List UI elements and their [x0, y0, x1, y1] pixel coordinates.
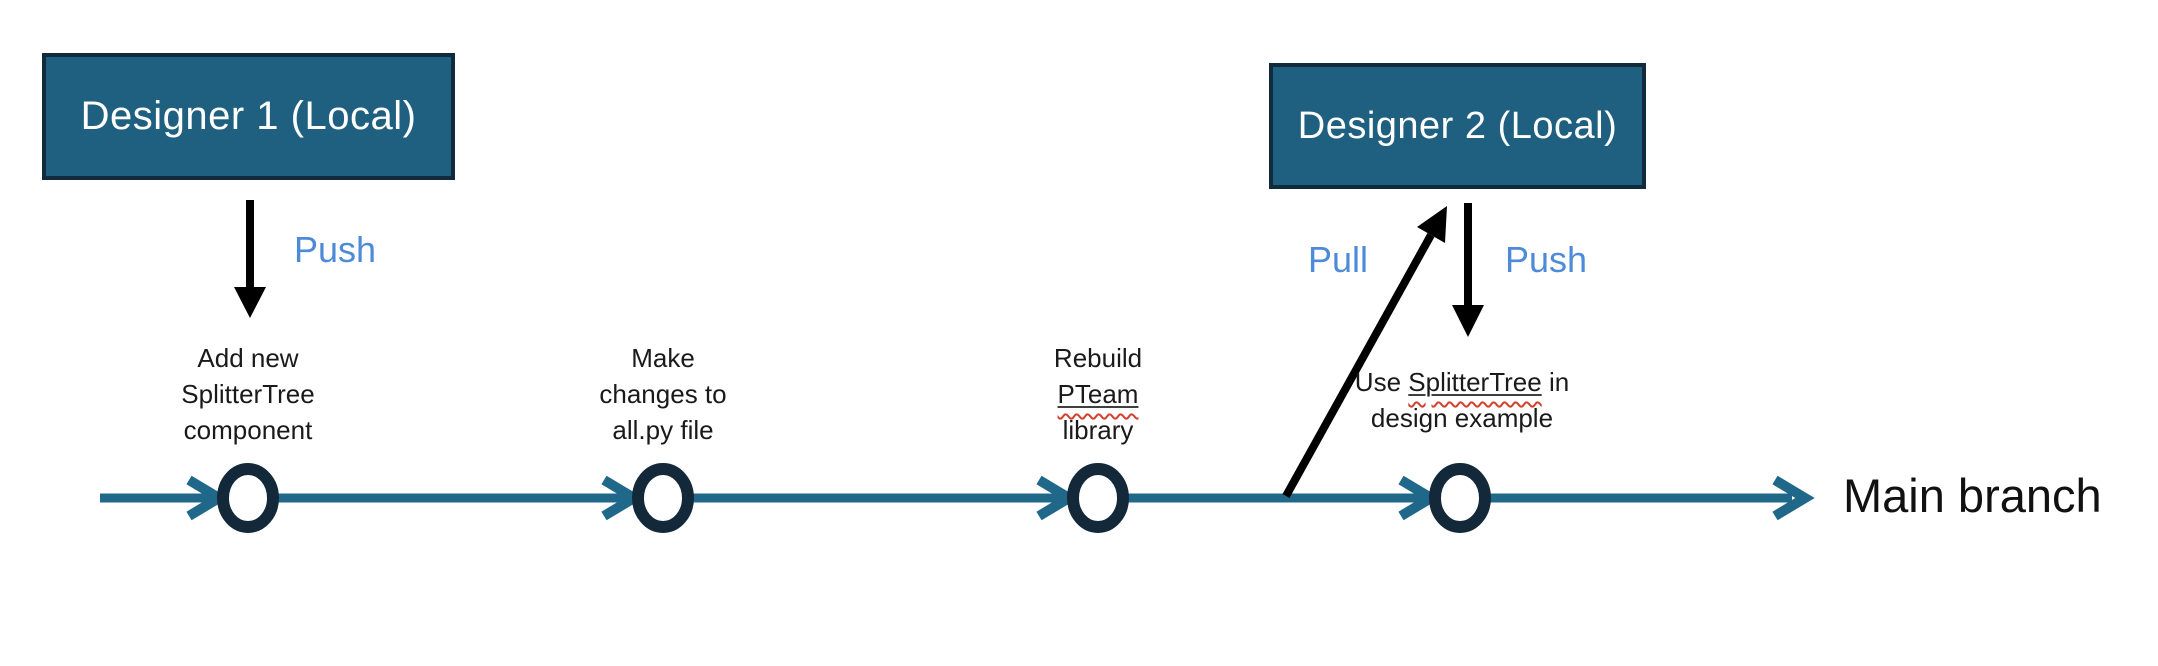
commit-label-line: design example: [1370, 403, 1554, 433]
designer1-label: Designer 1 (Local): [80, 94, 417, 138]
commit-label-rebuild-pteam: Rebuild PTeam library: [1054, 340, 1142, 448]
commit-label-line: Rebuild: [1053, 343, 1143, 373]
misspelled-word-pteam: PTeam: [1058, 379, 1139, 409]
commit-label-line: PTeam: [1054, 376, 1142, 412]
commit-label-line: all.py file: [612, 415, 714, 445]
designer1-push-label: Push: [294, 229, 377, 270]
designer2-pull-arrow: [1282, 206, 1447, 498]
designer1-box: Designer 1 (Local): [42, 53, 455, 180]
commit-label-line: Use SplitterTree in: [1355, 364, 1569, 400]
commit-label-make-changes: Make changes to all.py file: [599, 340, 726, 448]
commit-label-use-splittertree: Use SplitterTree in design example: [1355, 364, 1569, 436]
commit-node-2: [632, 463, 694, 533]
commit-node-4: [1429, 463, 1491, 533]
commit-label-line: Make: [631, 343, 695, 373]
main-branch-label: Main branch: [1843, 469, 2102, 522]
commit-label-add-splittertree: Add new SplitterTree component: [181, 340, 314, 448]
designer2-box: Designer 2 (Local): [1269, 63, 1646, 189]
commit-node-3: [1067, 463, 1129, 533]
branch-arrowhead-end: [1772, 475, 1815, 521]
misspelled-word-splittertree: SplitterTree: [1408, 367, 1541, 397]
commit-label-line: SplitterTree: [181, 379, 315, 409]
commit-label-line: component: [183, 415, 313, 445]
designer2-pull-label: Pull: [1308, 239, 1369, 280]
designer2-push-arrow: [1452, 203, 1484, 337]
designer2-push-label: Push: [1505, 239, 1588, 280]
commit-label-line: library: [1062, 415, 1134, 445]
designer2-label: Designer 2 (Local): [1297, 104, 1618, 147]
commit-label-line: Add new: [197, 343, 299, 373]
designer1-push-arrow: [234, 200, 266, 318]
commit-label-line: changes to: [599, 379, 727, 409]
commit-node-1: [217, 463, 279, 533]
